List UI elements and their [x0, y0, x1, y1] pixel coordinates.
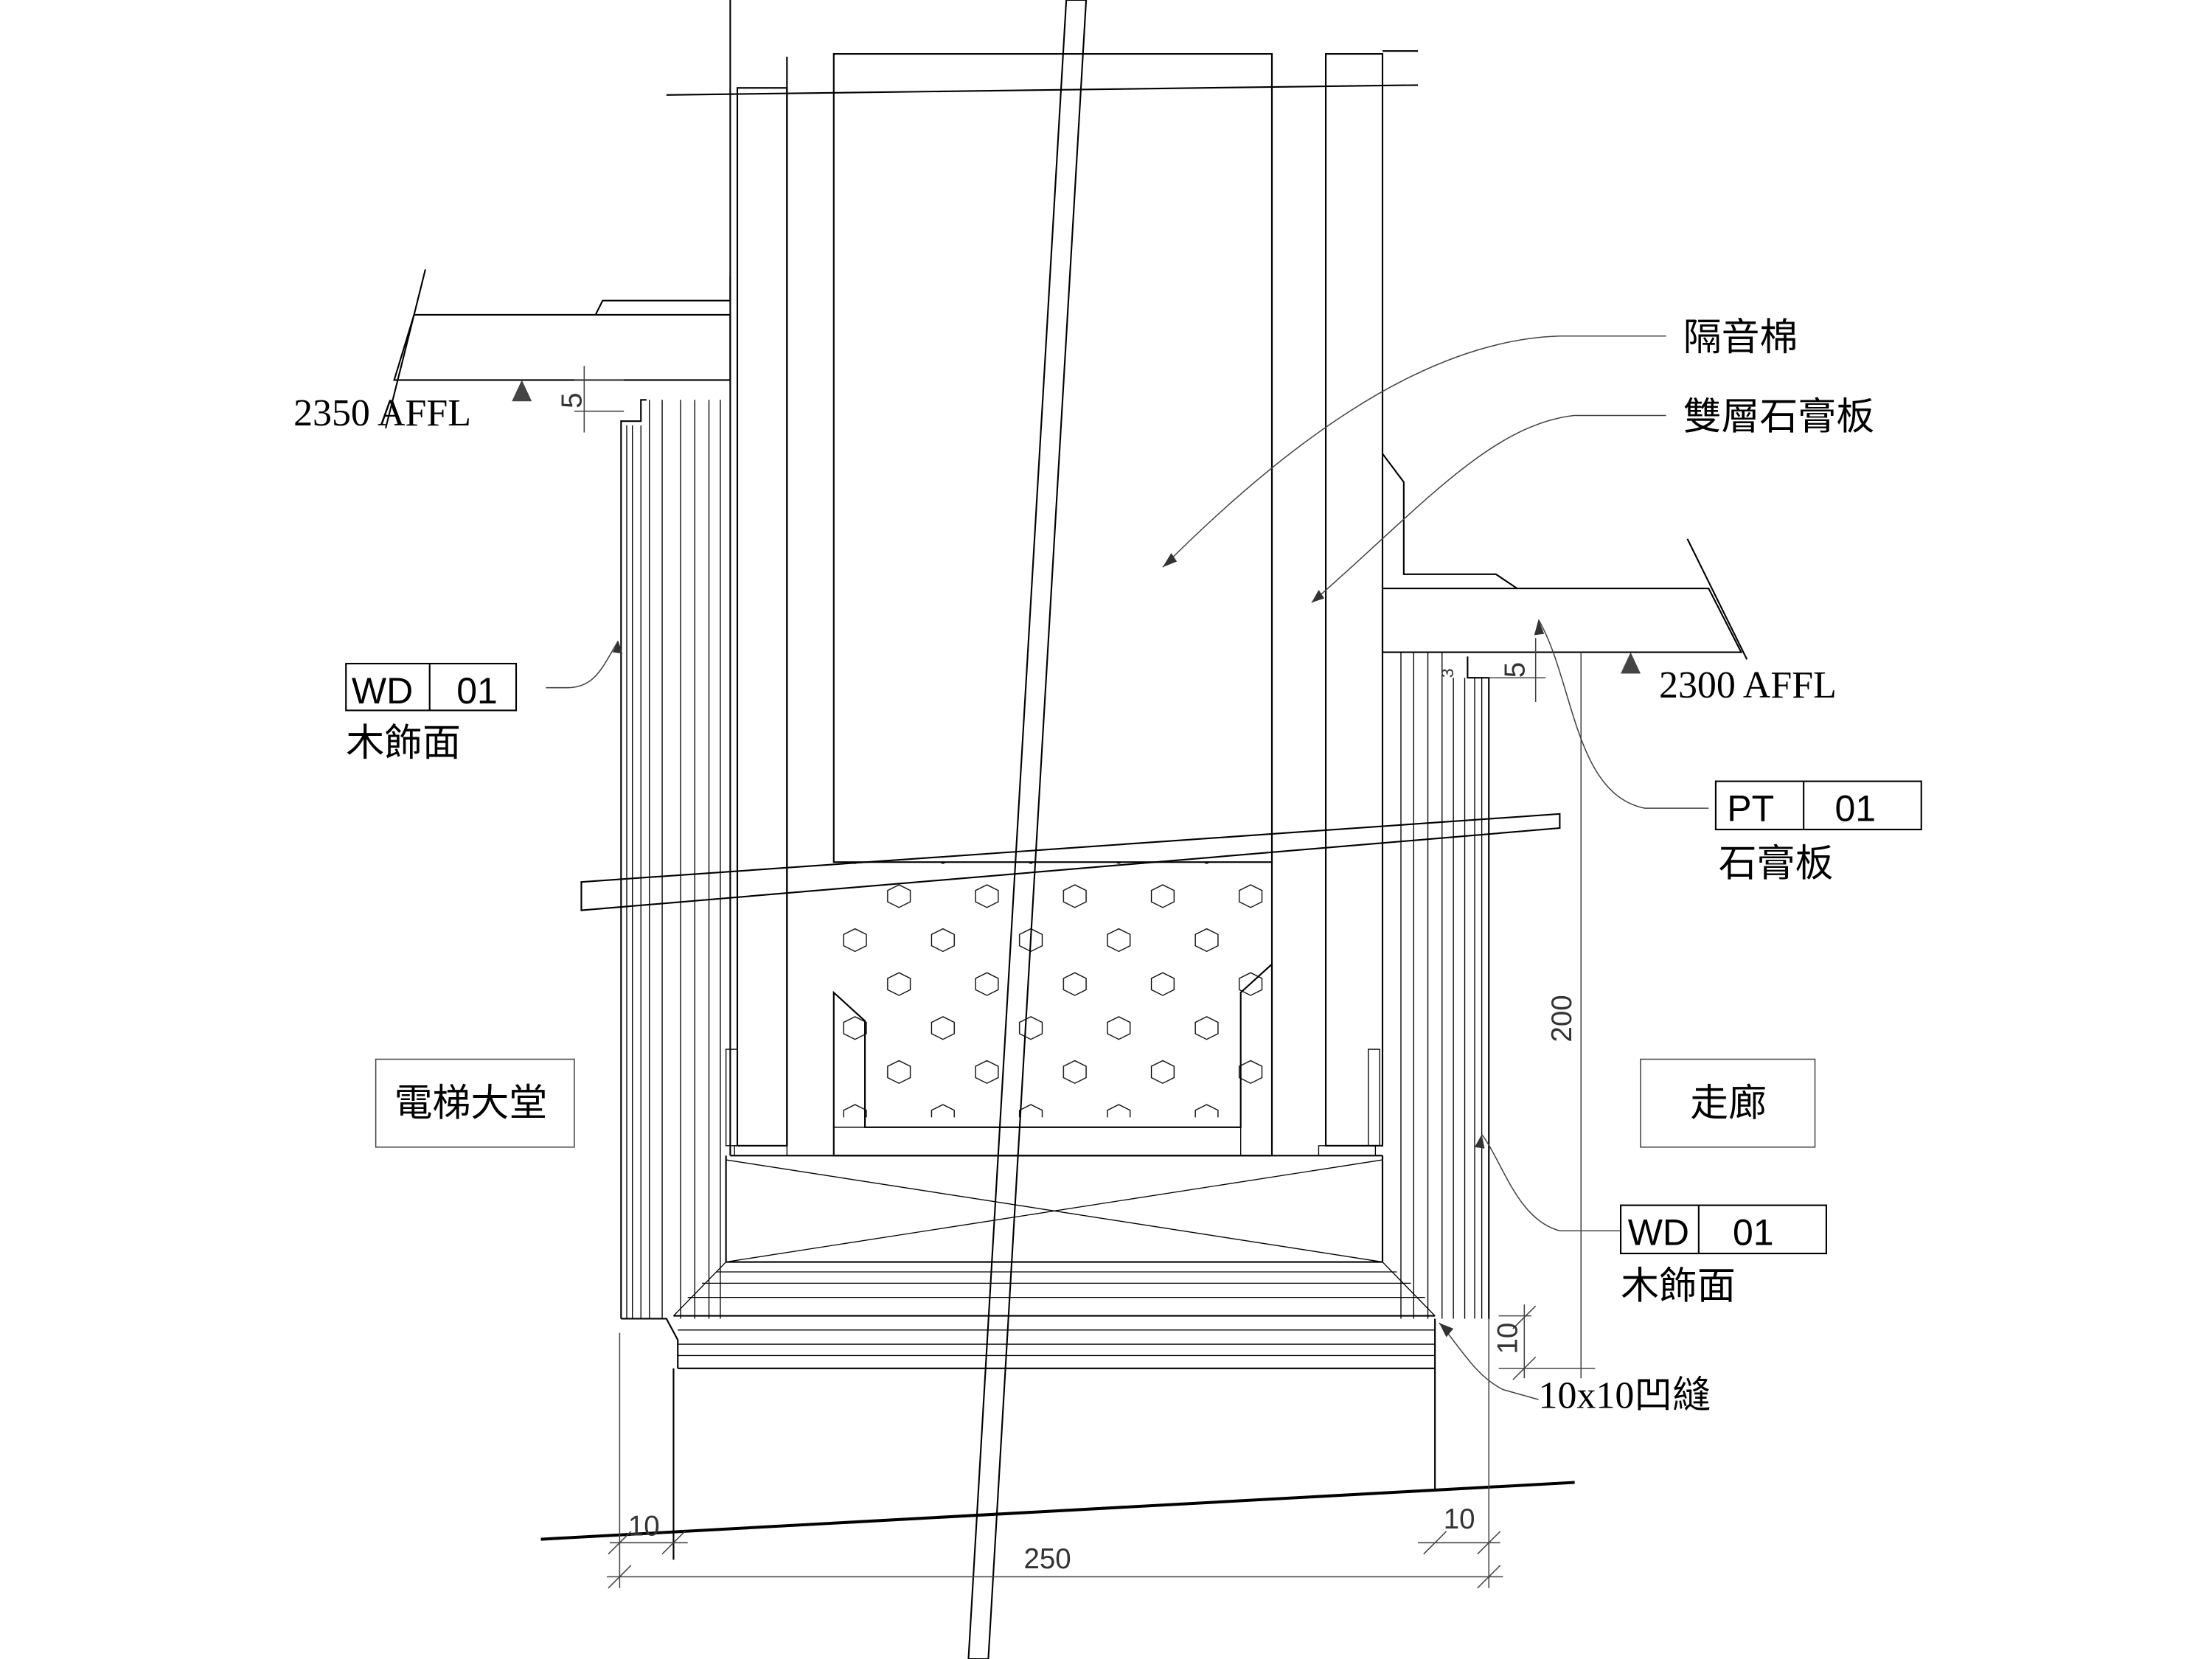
tag-wd01-left: WD 01 木飾面: [345, 662, 518, 765]
svg-text:5: 5: [1499, 662, 1531, 678]
svg-text:01: 01: [1834, 787, 1876, 829]
left-wood-panel: [620, 399, 721, 1368]
svg-text:01: 01: [456, 670, 498, 712]
svg-text:PT: PT: [1727, 787, 1774, 829]
svg-text:3: 3: [1438, 668, 1457, 678]
right-wood-panel: [1400, 652, 1490, 1489]
dimensions: 250 10 10 200 10 5 5 3: [556, 366, 1596, 1589]
svg-text:10: 10: [1444, 1503, 1475, 1535]
right-level-label: 2300 AFFL: [1659, 664, 1837, 706]
tag-wd01-right: WD 01 木飾面: [1620, 1204, 1827, 1308]
tag-pt01: PT 01 石膏板: [1714, 780, 1922, 885]
groove-label: 10x10凹縫: [1539, 1375, 1711, 1417]
svg-text:石膏板: 石膏板: [1719, 843, 1834, 885]
room-label-lift-lobby: 電梯大堂: [375, 1058, 575, 1148]
svg-text:WD: WD: [352, 670, 413, 712]
svg-text:WD: WD: [1628, 1211, 1689, 1253]
left-ceiling-slab: [385, 269, 731, 429]
svg-text:走廊: 走廊: [1690, 1082, 1767, 1124]
partition-wall: [725, 0, 1384, 1157]
svg-text:電梯大堂: 電梯大堂: [394, 1082, 548, 1124]
insulation-fill: [832, 53, 1273, 863]
svg-text:250: 250: [1023, 1543, 1071, 1575]
svg-text:木飾面: 木飾面: [346, 723, 461, 765]
svg-text:01: 01: [1733, 1211, 1774, 1253]
right-ceiling-slab: [1381, 453, 1748, 660]
svg-text:木飾面: 木飾面: [1621, 1266, 1736, 1308]
room-label-corridor: 走廊: [1640, 1058, 1816, 1148]
svg-text:10: 10: [1492, 1323, 1524, 1354]
bottom-soffit: [672, 1155, 1436, 1560]
break-lines: [540, 0, 1575, 1659]
svg-text:5: 5: [556, 392, 588, 408]
level-triangle-left: [512, 380, 532, 402]
left-level-label: 2350 AFFL: [293, 392, 471, 434]
break-line-top: [666, 84, 1419, 96]
insulation-label: 隔音棉: [1683, 317, 1798, 359]
svg-text:200: 200: [1546, 995, 1578, 1042]
double-gypsum-label: 雙層石膏板: [1683, 397, 1875, 439]
svg-text:10: 10: [628, 1511, 660, 1543]
level-triangle-right: [1621, 652, 1641, 674]
